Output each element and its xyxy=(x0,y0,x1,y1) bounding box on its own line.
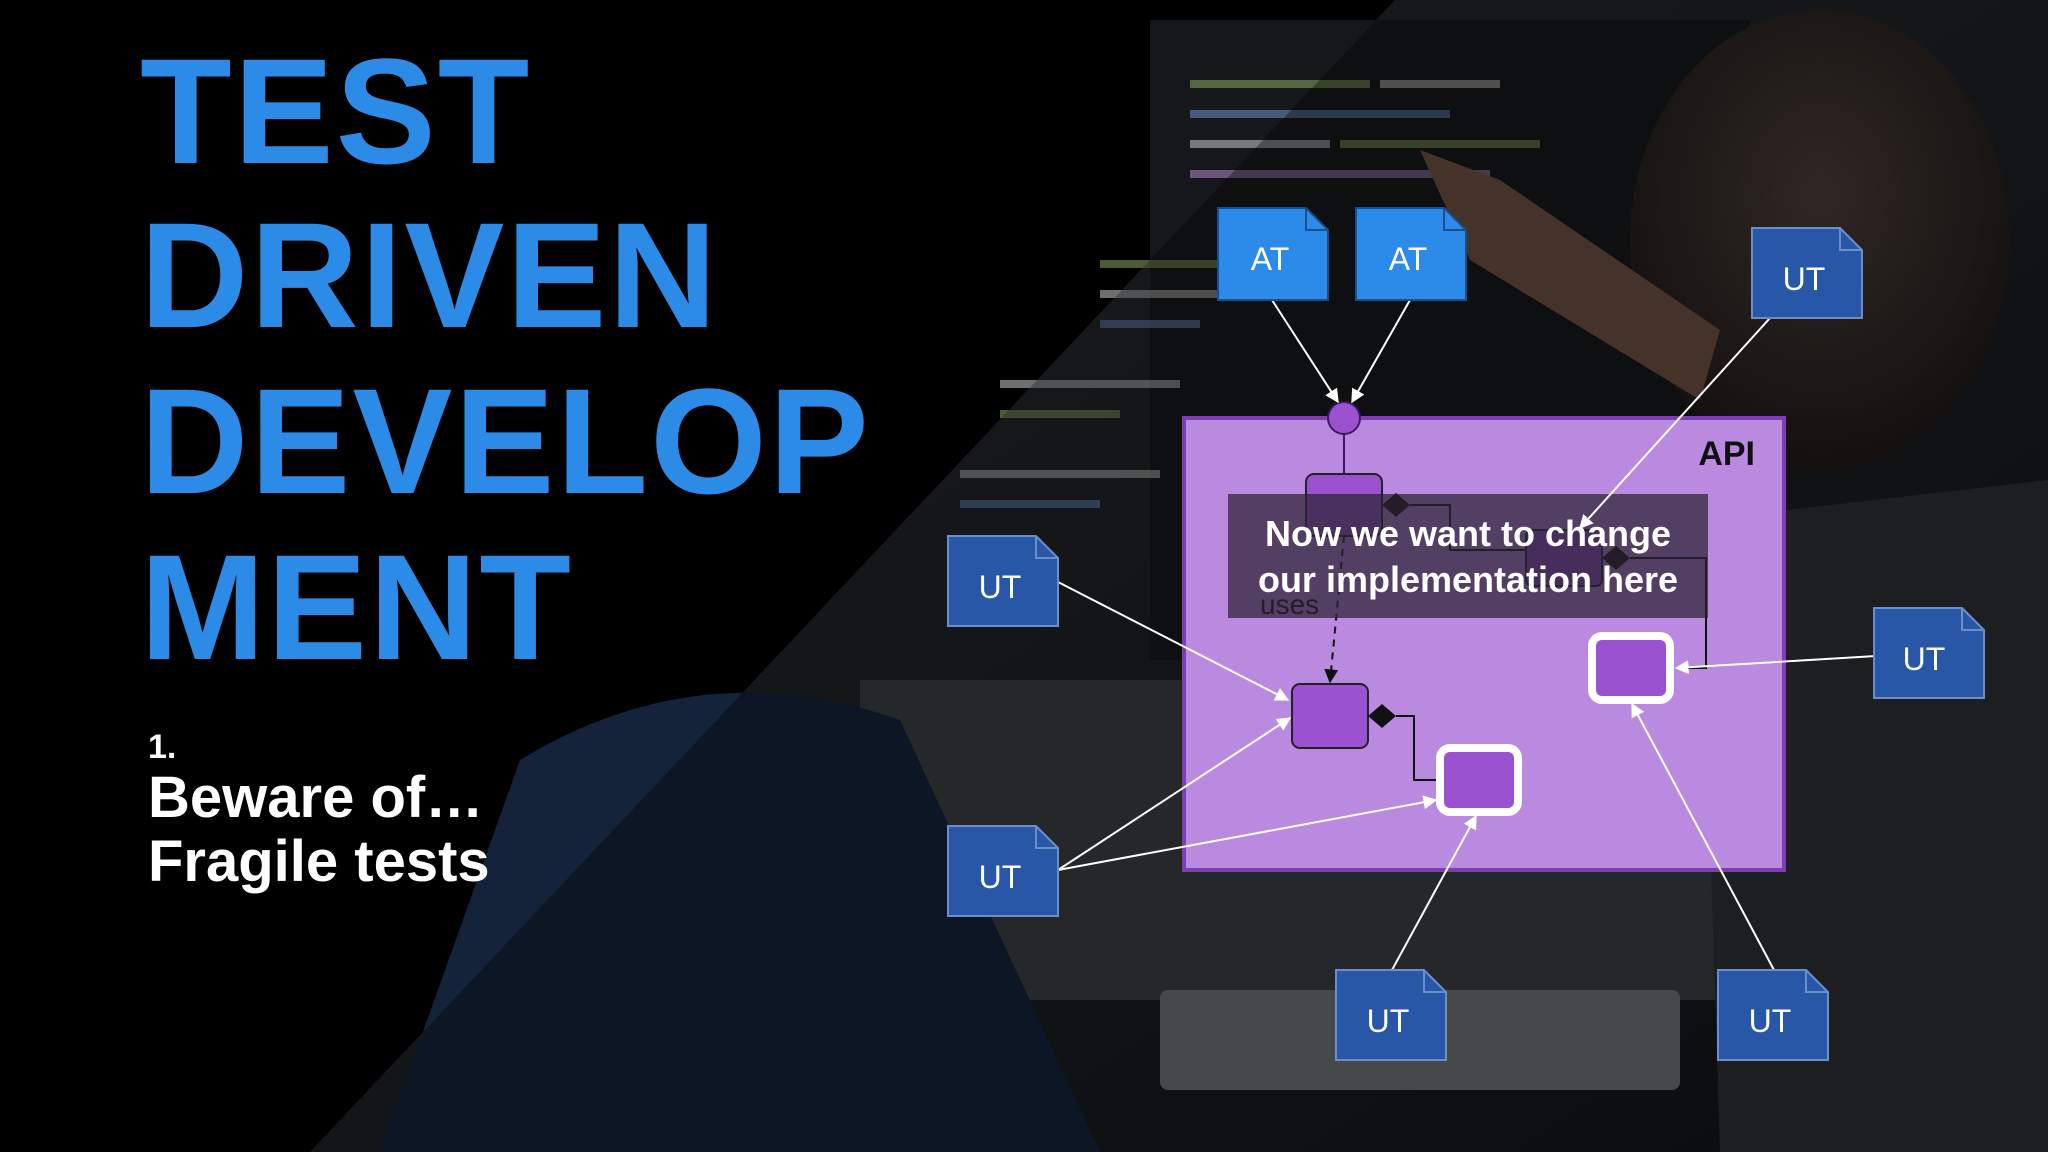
ut-label-bottom-1: UT xyxy=(1367,1003,1410,1039)
ut-label-right-mid: UT xyxy=(1903,641,1946,677)
ut-document-bottom-1: UT xyxy=(1336,970,1446,1060)
ut-document-left-low: UT xyxy=(948,826,1058,916)
api-label: API xyxy=(1698,435,1755,473)
arrow-at2-interface xyxy=(1352,300,1410,402)
component-middle xyxy=(1292,684,1368,748)
component-right-highlighted xyxy=(1592,636,1670,700)
ut-document-right-mid: UT xyxy=(1874,608,1984,698)
ut-document-left-mid: UT xyxy=(948,536,1058,626)
at-label-1: AT xyxy=(1251,241,1290,277)
ut-label-left-low: UT xyxy=(979,859,1022,895)
at-document-2: AT xyxy=(1356,208,1466,300)
ut-document-top-right: UT xyxy=(1752,228,1862,318)
at-document-1: AT xyxy=(1218,208,1328,300)
ut-label-left-mid: UT xyxy=(979,569,1022,605)
ut-document-bottom-2: UT xyxy=(1718,970,1828,1060)
at-label-2: AT xyxy=(1389,241,1428,277)
arrow-at1-interface xyxy=(1272,300,1338,402)
api-interface-circle xyxy=(1328,402,1360,434)
ut-label-bottom-2: UT xyxy=(1749,1003,1792,1039)
callout-line-2: our implementation here xyxy=(1258,559,1678,600)
component-bottom-highlighted xyxy=(1440,748,1518,812)
ut-label-top-right: UT xyxy=(1783,261,1826,297)
callout-line-1: Now we want to change xyxy=(1265,513,1671,554)
